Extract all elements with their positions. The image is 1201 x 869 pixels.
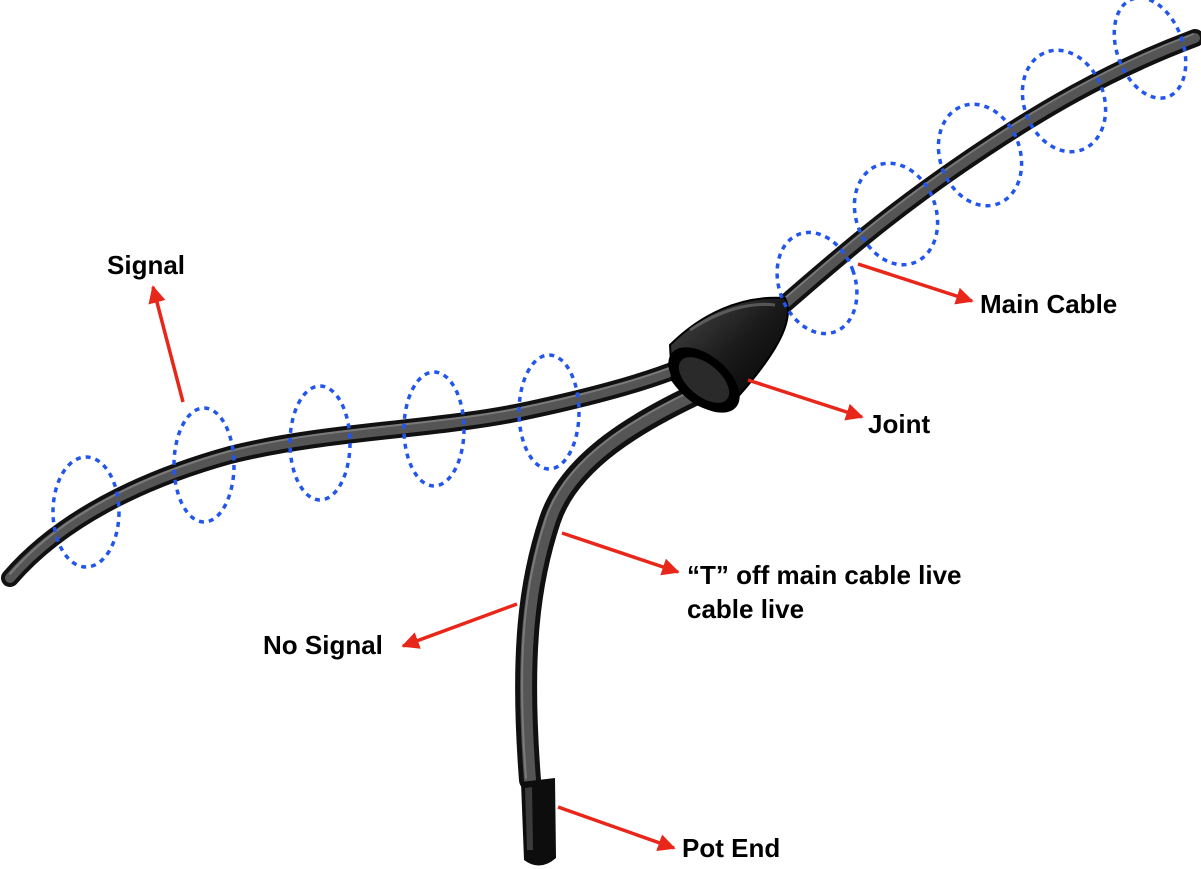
t-off-label-line1: “T” off main cable live <box>687 560 962 590</box>
t-off-arrow <box>561 531 680 576</box>
t-off-label-line2: cable live <box>687 594 804 624</box>
signal-ring <box>51 455 121 569</box>
t-branch-cable <box>515 379 716 791</box>
joint-label: Joint <box>868 409 930 439</box>
joint-arrow <box>747 378 864 421</box>
signal-ring <box>852 161 940 267</box>
signal-ring <box>172 406 236 524</box>
joint <box>668 296 789 413</box>
signal-rings <box>51 0 1188 569</box>
signal-label: Signal <box>107 250 185 280</box>
no-signal-label: No Signal <box>263 630 383 660</box>
pot-end-arrow <box>557 805 676 852</box>
pointer-arrows <box>148 262 974 852</box>
pot-end-label: Pot End <box>682 833 780 863</box>
signal-ring <box>936 102 1024 208</box>
signal-ring <box>775 230 859 336</box>
main-cable-label: Main Cable <box>980 289 1117 319</box>
signal-ring <box>517 353 581 471</box>
signal-ring <box>402 370 466 488</box>
main-cable-arrow <box>857 262 974 305</box>
pot-end-cap <box>521 778 556 866</box>
no-signal-arrow <box>401 602 518 649</box>
signal-arrow <box>148 285 185 403</box>
signal-ring <box>288 384 352 502</box>
signal-ring <box>1112 0 1188 100</box>
